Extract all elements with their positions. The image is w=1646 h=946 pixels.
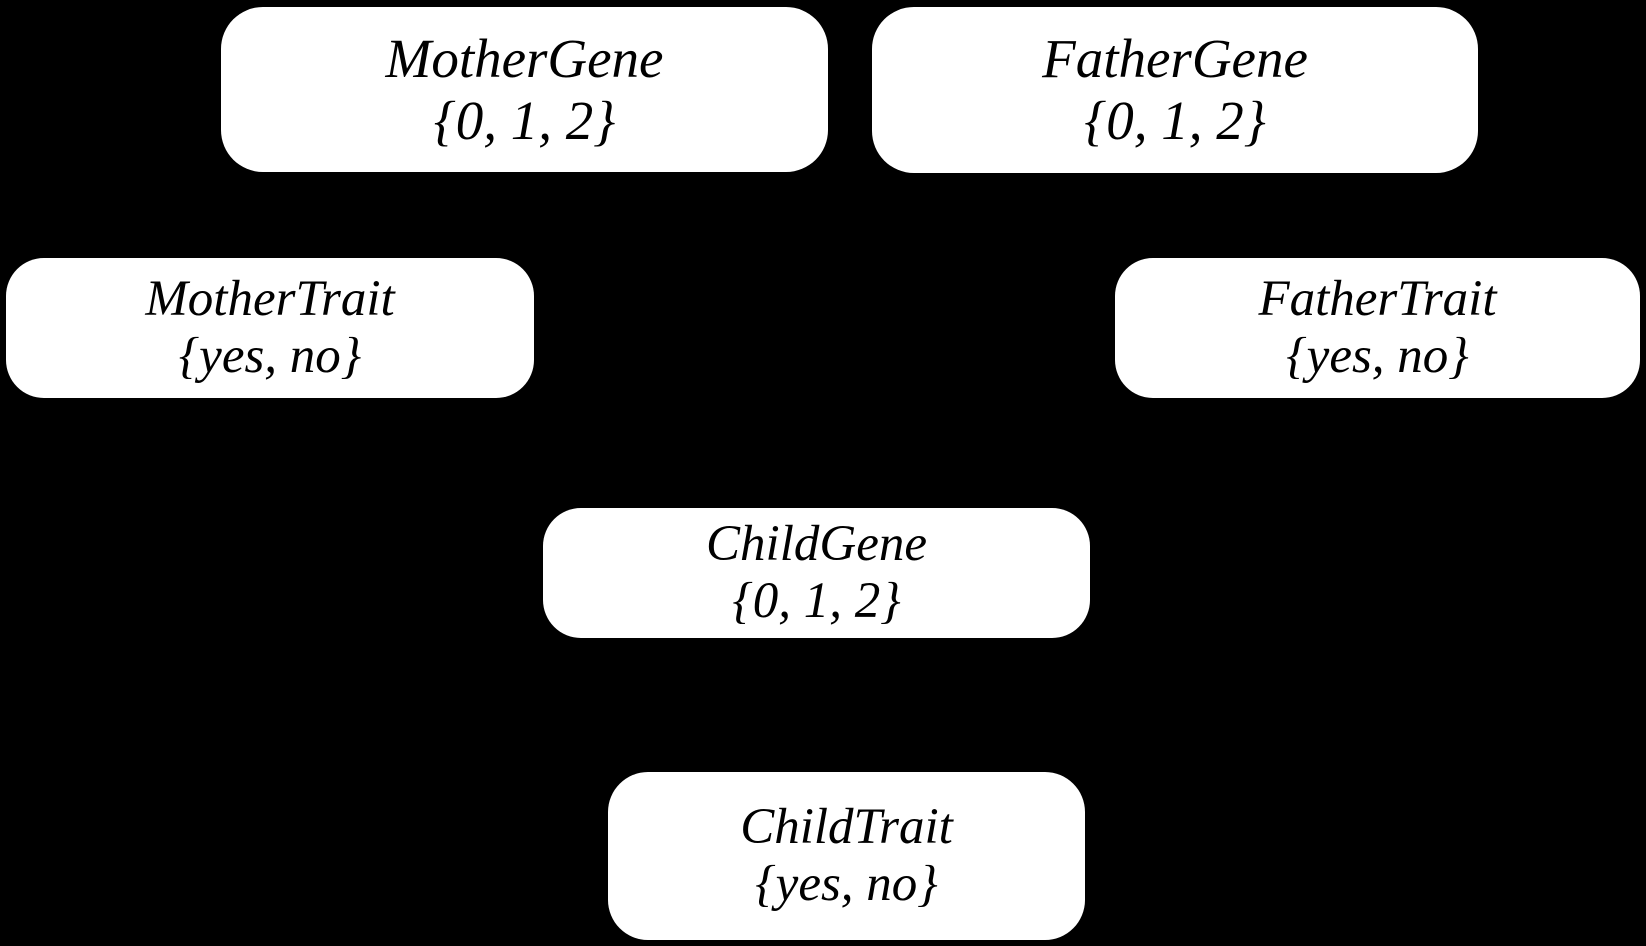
- node-father-gene-label: FatherGene: [1042, 28, 1308, 90]
- node-child-gene[interactable]: ChildGene {0, 1, 2}: [543, 508, 1090, 638]
- node-father-trait[interactable]: FatherTrait {yes, no}: [1115, 258, 1640, 398]
- node-child-gene-label: ChildGene: [706, 515, 927, 572]
- node-father-trait-label: FatherTrait: [1258, 270, 1497, 327]
- node-mother-gene[interactable]: MotherGene {0, 1, 2}: [221, 7, 828, 172]
- node-child-trait-domain: {yes, no}: [755, 856, 938, 912]
- node-mother-gene-domain: {0, 1, 2}: [433, 89, 616, 151]
- node-child-trait-label: ChildTrait: [740, 798, 953, 855]
- node-mother-trait-label: MotherTrait: [145, 270, 395, 327]
- node-child-trait[interactable]: ChildTrait {yes, no}: [608, 772, 1085, 940]
- node-mother-trait[interactable]: MotherTrait {yes, no}: [6, 258, 534, 398]
- node-mother-gene-label: MotherGene: [385, 27, 664, 89]
- node-father-gene-domain: {0, 1, 2}: [1084, 90, 1266, 151]
- node-mother-trait-domain: {yes, no}: [178, 328, 362, 384]
- node-child-gene-domain: {0, 1, 2}: [732, 573, 901, 629]
- node-father-trait-domain: {yes, no}: [1286, 328, 1469, 384]
- node-father-gene[interactable]: FatherGene {0, 1, 2}: [872, 7, 1478, 173]
